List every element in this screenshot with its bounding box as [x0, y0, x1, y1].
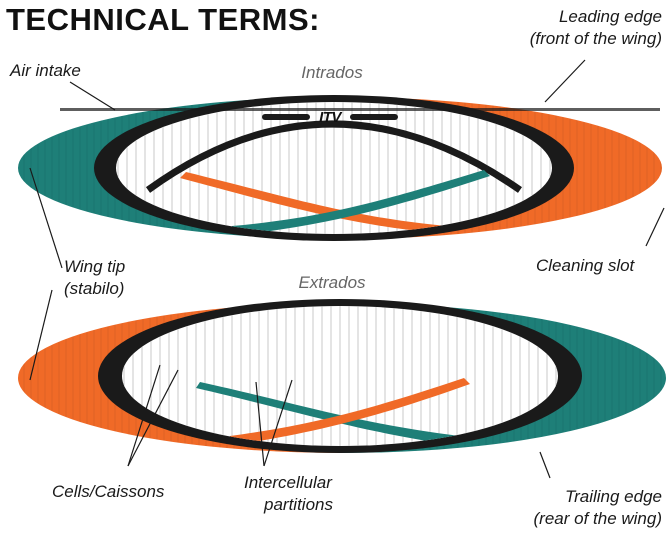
leader-wing-tip-top: [29, 167, 63, 269]
label-leading-edge: Leading edge (front of the wing): [462, 6, 662, 50]
label-cells-caissons: Cells/Caissons: [52, 482, 165, 501]
label-partitions-line1: Intercellular: [244, 473, 332, 492]
air-intake-line: [60, 108, 660, 111]
label-trailing-edge-line1: Trailing edge: [564, 487, 662, 506]
label-trailing-edge-line2: (rear of the wing): [533, 509, 663, 528]
leader-cells-1: [127, 364, 161, 467]
leader-partition-2: [263, 379, 293, 467]
label-leading-edge-line2: (front of the wing): [529, 29, 662, 48]
arc-line: [145, 120, 522, 193]
label-trailing-edge: Trailing edge (rear of the wing): [462, 486, 663, 530]
cross-strap-teal: [230, 170, 490, 234]
label-leading-edge-line1: Leading edge: [558, 7, 662, 26]
label-air-intake: Air intake: [10, 61, 81, 80]
logo-left-bar: [262, 114, 310, 120]
leader-lines: [29, 59, 665, 479]
cross-strap-orange-bottom: [228, 378, 470, 446]
leader-cleaning-slot: [645, 207, 665, 247]
itv-logo: ITV: [319, 109, 341, 126]
leader-wing-tip-bottom: [29, 289, 53, 381]
view-label-intrados: Intrados: [301, 63, 363, 82]
page-title: TECHNICAL TERMS:: [6, 2, 320, 37]
logo-right-bar: [350, 114, 398, 120]
cross-strap-teal-bottom: [196, 382, 460, 446]
label-wing-tip: Wing tip (stabilo): [64, 256, 125, 300]
label-partitions-line2: partitions: [264, 495, 333, 514]
view-label-extrados: Extrados: [298, 273, 366, 292]
label-intercellular-partitions: Intercellular partitions: [244, 472, 333, 516]
leader-partition-1: [255, 381, 265, 467]
label-wing-tip-line2: (stabilo): [64, 279, 125, 298]
label-cleaning-slot: Cleaning slot: [536, 256, 635, 275]
kite-extrados-view: [16, 299, 668, 455]
leader-leading-edge: [544, 59, 586, 103]
leader-trailing-edge: [539, 451, 551, 479]
leader-cells-2: [127, 369, 179, 467]
leader-air-intake: [69, 81, 116, 111]
label-wing-tip-line1: Wing tip: [64, 257, 126, 276]
